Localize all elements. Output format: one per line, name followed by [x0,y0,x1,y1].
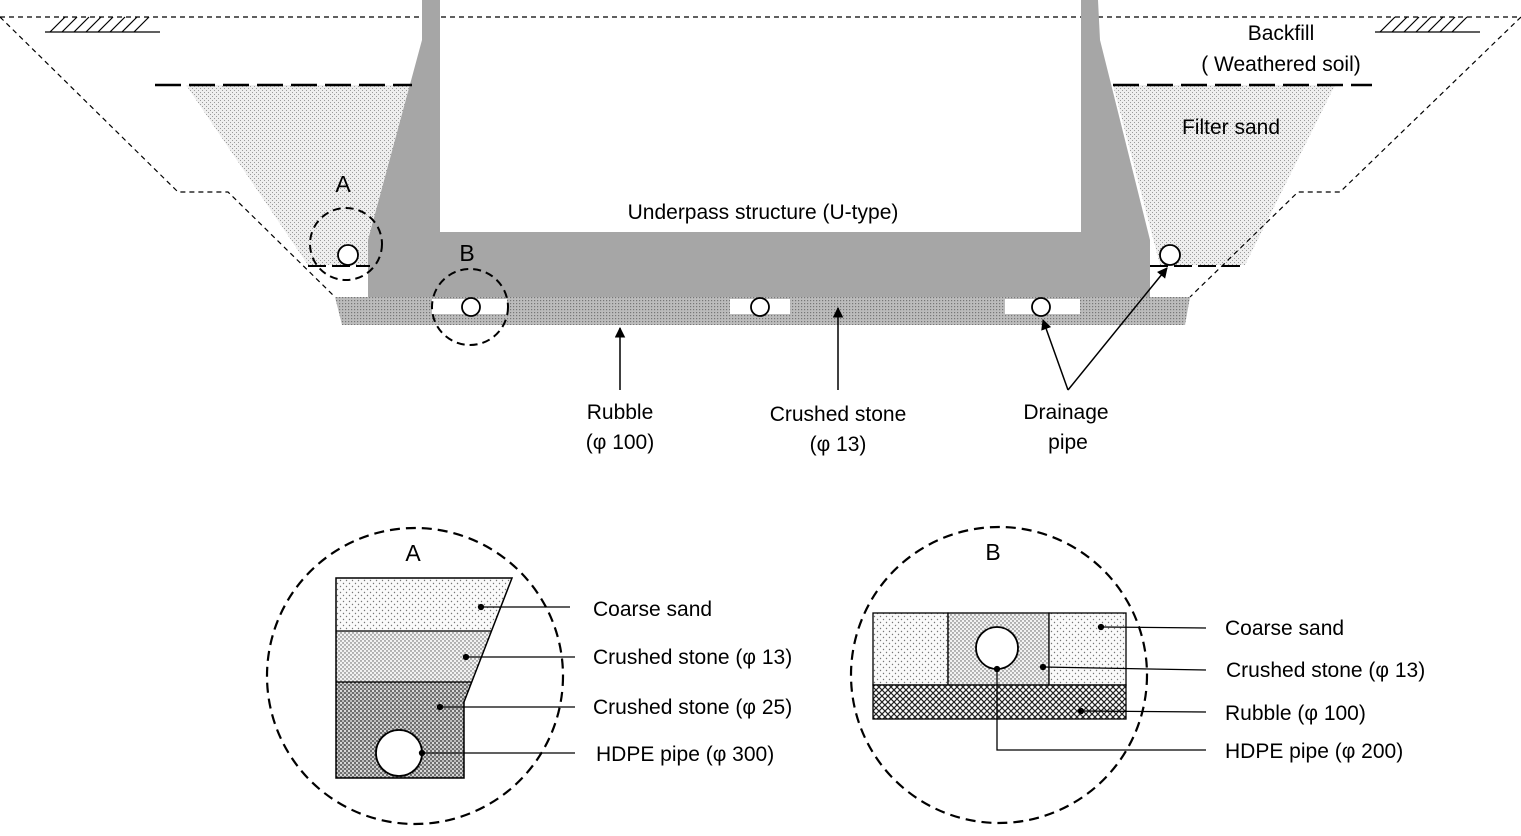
detail-b-label-rubble: Rubble (φ 100) [1225,702,1366,725]
detail-b-leader-1 [1100,626,1207,629]
crushed-stone-label: Crushed stone [770,403,907,426]
detail-b-coarse-sand-right [1048,612,1127,686]
detail-a-crushed-stone-13-layer [336,631,492,682]
detail-b-leader-3 [1080,710,1207,713]
detail-b-rubble-layer [872,684,1127,720]
detail-b-circle [849,525,1149,825]
detail-b-marker-circle [431,268,509,346]
detail-a-marker-circle [309,207,383,281]
filter-sand-left [186,85,412,265]
detail-b-leader-4 [996,669,1206,751]
filter-sand-right [1113,85,1335,265]
filter-sand-label: Filter sand [1182,116,1280,139]
backfill-label: Backfill [1248,22,1315,45]
detail-a-label-hdpe-pipe: HDPE pipe (φ 300) [596,743,774,766]
detail-b: B Coarse sand Crushed stone (φ 13) Rubbl… [849,525,1425,825]
drainage-arrow-side [1067,267,1168,391]
detail-a-title: A [405,540,421,566]
detail-b-title: B [985,539,1000,565]
detail-a: A Coarse sand Crushed stone (φ 13) Crush… [265,526,792,826]
drainage-arrow-bottom [1041,319,1069,391]
crushed-stone-size-label: (φ 13) [810,433,867,456]
detail-b-label-crushed-stone-13: Crushed stone (φ 13) [1226,659,1425,682]
excavation-line-left [0,16,336,298]
ground-hatch-left [45,16,160,33]
structure-label: Underpass structure (U-type) [628,201,899,224]
detail-a-label-crushed-stone-25: Crushed stone (φ 25) [593,696,792,719]
excavation-line-right [1189,16,1521,298]
drainage-pipe-side-left [337,244,359,266]
detail-a-coarse-sand-layer [336,578,512,631]
drainage-label: Drainage [1023,401,1108,424]
detail-a-hdpe-pipe [375,729,423,777]
detail-b-label-coarse-sand: Coarse sand [1225,617,1344,640]
detail-b-hdpe-pipe [975,626,1019,670]
u-structure [368,0,1150,297]
drainage-pipe-side-right [1159,244,1181,266]
detail-a-label-crushed-stone-13: Crushed stone (φ 13) [593,646,792,669]
backfill-sub-label: ( Weathered soil) [1201,53,1361,76]
marker-a-label: A [335,171,351,197]
detail-a-label-coarse-sand: Coarse sand [593,598,712,621]
drainage-pipe-bottom-2 [750,297,770,317]
ground-hatch-right [1375,16,1480,33]
cross-section: Backfill ( Weathered soil) Filter sand U… [0,0,1521,456]
drainage-pipe-bottom-3 [1031,297,1051,317]
detail-b-coarse-sand-left [872,612,949,686]
detail-b-label-hdpe-pipe: HDPE pipe (φ 200) [1225,740,1403,763]
marker-b-label: B [459,240,474,266]
detail-a-outline [335,577,514,779]
rubble-size-label: (φ 100) [586,431,654,454]
drainage-pipe-label: pipe [1048,431,1088,454]
detail-a-circle [265,526,565,826]
detail-b-leader-2 [1042,666,1207,671]
drainage-pipe-bottom-1 [461,297,481,317]
rubble-label: Rubble [587,401,654,424]
